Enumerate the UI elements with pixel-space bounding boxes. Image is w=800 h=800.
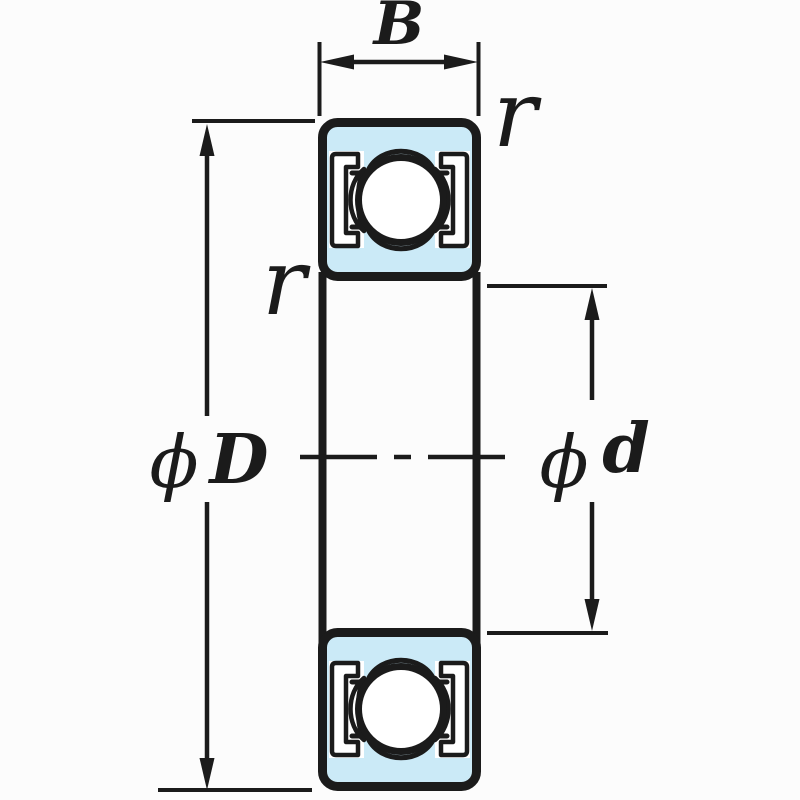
arrowhead-b-left-icon <box>320 54 354 70</box>
bearing-section-bottom <box>323 633 477 787</box>
arrowhead-d-top-icon <box>199 124 215 156</box>
label-chamfer-r-top-right: r <box>493 61 542 168</box>
arrowhead-b-right-icon <box>444 54 478 70</box>
dimension-outer-diameter: ϕ D <box>149 119 315 792</box>
arrowhead-d-bottom-icon <box>199 758 215 790</box>
label-outer-diameter-phi: ϕ <box>149 420 198 504</box>
arrowhead-bore-bottom-icon <box>584 599 600 631</box>
bearing-section-top <box>323 123 477 277</box>
label-chamfer-r-left: r <box>262 229 311 336</box>
label-outer-diameter-D: D <box>208 420 269 500</box>
dimension-bore-diameter: ϕ d <box>487 284 650 635</box>
arrowhead-bore-top-icon <box>584 288 600 320</box>
label-bore-diameter-phi: ϕ <box>539 420 588 504</box>
label-bore-diameter-d: d <box>602 409 650 489</box>
dimension-width-B: B <box>317 0 481 116</box>
label-width-B: B <box>372 0 425 59</box>
